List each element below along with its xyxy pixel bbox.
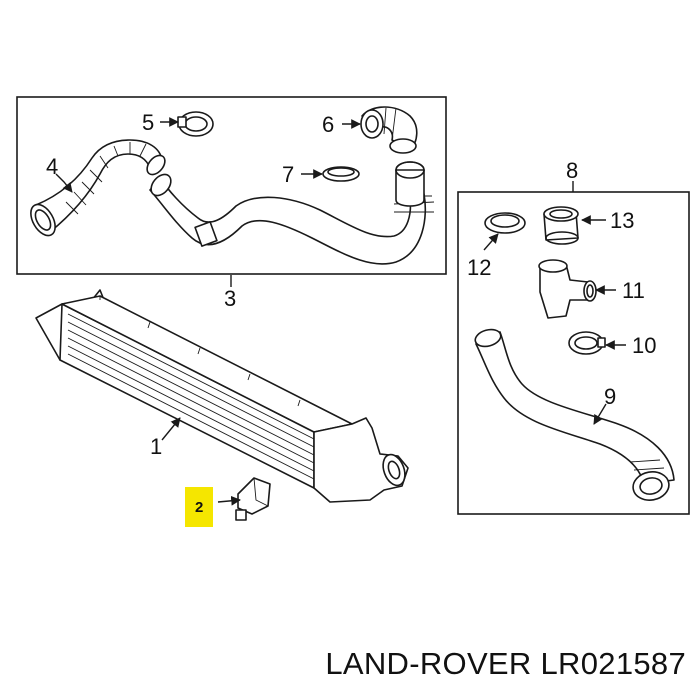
callout-3: 3 — [224, 286, 236, 311]
callout-11: 11 — [622, 278, 645, 303]
callout-7: 7 — [282, 162, 294, 187]
callout-10: 10 — [632, 333, 656, 358]
clamp-12-drawing — [484, 212, 526, 234]
part-number-caption: LAND-ROVER LR021587 — [325, 646, 686, 681]
ring-7-drawing — [322, 166, 360, 182]
intake-hose-drawing — [30, 139, 166, 237]
callout-12: 12 — [467, 255, 491, 280]
callout-5: 5 — [142, 110, 154, 135]
connector-13-drawing — [543, 206, 579, 245]
elbow-6-drawing — [360, 106, 418, 154]
hose-9-drawing — [474, 328, 675, 501]
callout-8: 8 — [566, 158, 578, 183]
callout-1: 1 — [150, 434, 162, 459]
intercooler-drawing — [35, 289, 409, 503]
callout-13: 13 — [610, 208, 634, 233]
hose-assembly-frame — [16, 96, 447, 275]
clamp-10-drawing — [568, 331, 606, 355]
clamp-5-drawing — [177, 111, 214, 137]
sensor-2-drawing — [235, 477, 271, 521]
callout-9: 9 — [604, 384, 616, 409]
callout-labels: 1 2 3 4 5 6 7 8 9 10 11 12 13 — [46, 110, 656, 516]
callout-4: 4 — [46, 154, 58, 179]
t-connector-11-drawing — [538, 259, 597, 319]
highlight-box — [185, 487, 213, 527]
callout-6: 6 — [322, 112, 334, 137]
charge-pipe-drawing — [149, 161, 435, 265]
leader-lines — [55, 117, 626, 506]
callout-2: 2 — [195, 499, 203, 516]
